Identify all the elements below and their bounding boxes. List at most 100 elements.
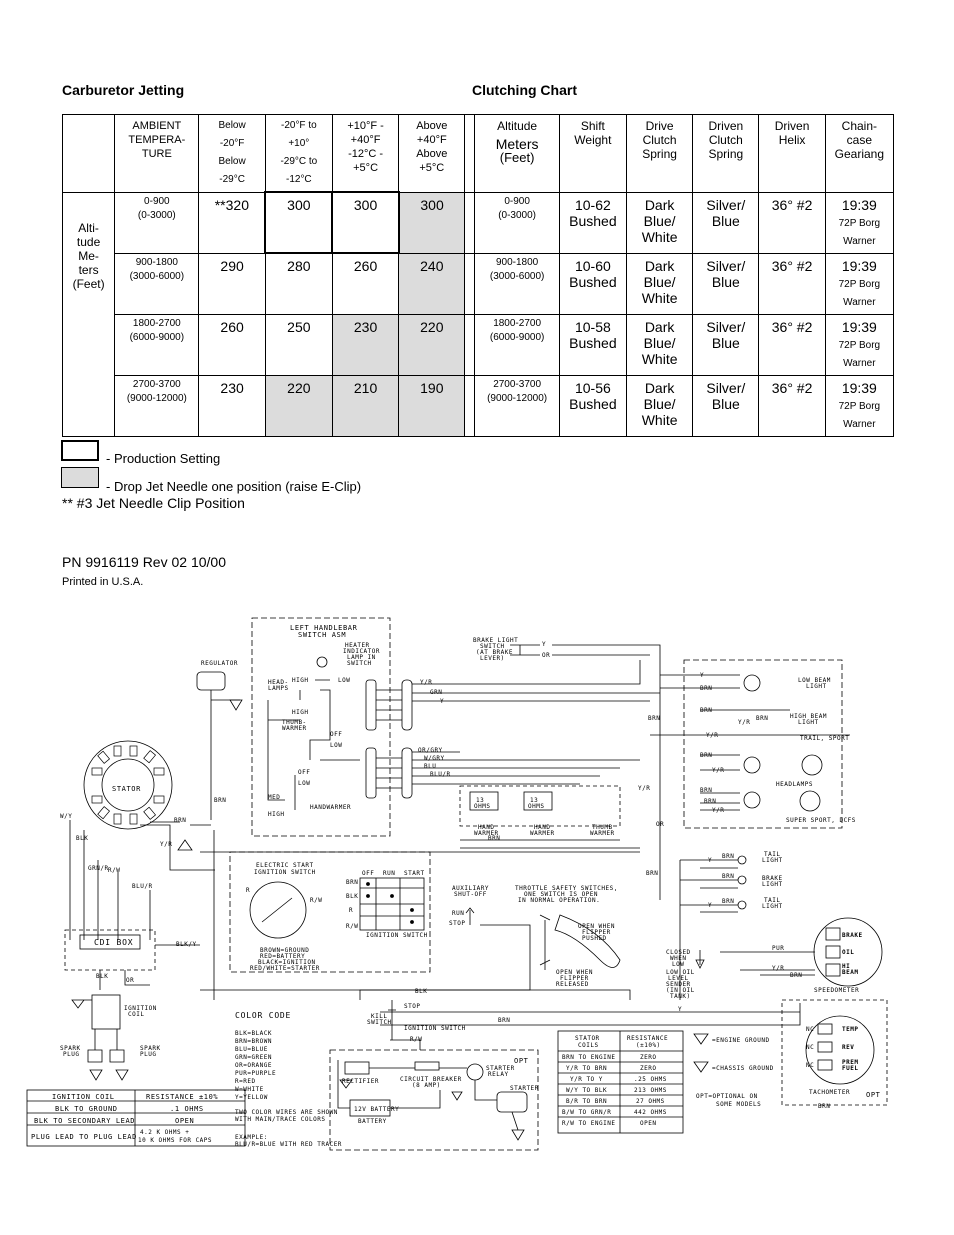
jet-value-cell: 250 (264, 313, 333, 376)
clutch-altitude-cell: 0-900(0-3000) (474, 191, 560, 254)
svg-text:ZERO: ZERO (640, 1054, 656, 1061)
throttle-flipper-icon (554, 914, 621, 968)
svg-text:IGNITION: IGNITION (124, 1005, 157, 1012)
corner-cell (61, 114, 116, 193)
svg-text:IN NORMAL OPERATION.: IN NORMAL OPERATION. (518, 897, 600, 904)
svg-text:ZERO: ZERO (640, 1065, 656, 1072)
ambient-header: AMBIENT TEMPERA- TURE (114, 114, 200, 193)
svg-text:OPEN WHEN: OPEN WHEN (578, 923, 615, 930)
svg-text:SWITCH: SWITCH (480, 643, 505, 650)
svg-text:WARMER: WARMER (530, 830, 555, 837)
table-divider (464, 252, 476, 315)
svg-text:OPEN WHEN: OPEN WHEN (556, 969, 593, 976)
jet-value-cell: 300 (331, 191, 400, 254)
svg-text:HEAD-: HEAD- (268, 679, 289, 686)
svg-text:PUR: PUR (772, 945, 784, 952)
svg-text:HIGH: HIGH (268, 811, 284, 818)
svg-text:PUR=PURPLE: PUR=PURPLE (235, 1070, 276, 1077)
table-divider (464, 114, 476, 193)
svg-text:REGULATOR: REGULATOR (201, 660, 238, 667)
svg-text:R/W: R/W (410, 1036, 422, 1043)
svg-text:SHUT-OFF: SHUT-OFF (454, 891, 487, 898)
svg-text:BRN: BRN (648, 715, 660, 722)
svg-text:HEATER: HEATER (345, 642, 370, 649)
svg-text:=ENGINE GROUND: =ENGINE GROUND (712, 1037, 770, 1044)
svg-text:R: R (246, 887, 250, 894)
svg-text:BLK TO GROUND: BLK TO GROUND (55, 1105, 118, 1113)
svg-text:W=WHITE: W=WHITE (235, 1086, 264, 1093)
svg-text:LOW OIL: LOW OIL (666, 969, 695, 976)
clutch-altitude-cell: 2700-3700(9000-12000) (474, 374, 560, 437)
svg-text:SENDER: SENDER (666, 981, 691, 988)
svg-text:BEAM: BEAM (842, 969, 858, 976)
jet-value-cell: 300 (264, 191, 334, 254)
svg-text:LOW: LOW (338, 677, 350, 684)
svg-text:RUN: RUN (383, 870, 395, 877)
jet-value-cell: 190 (398, 374, 466, 437)
svg-text:PLUG: PLUG (63, 1051, 79, 1058)
svg-text:COLOR CODE: COLOR CODE (235, 1011, 291, 1020)
svg-text:BLK/Y: BLK/Y (176, 941, 197, 948)
svg-text:TWO COLOR WIRES ARE SHOWN: TWO COLOR WIRES ARE SHOWN (235, 1109, 338, 1116)
svg-text:AUXILIARY: AUXILIARY (452, 885, 489, 892)
svg-text:GRN: GRN (430, 689, 442, 696)
svg-text:THROTTLE SAFETY SWITCHES,: THROTTLE SAFETY SWITCHES, (515, 885, 618, 892)
svg-text:R/W: R/W (108, 867, 120, 874)
svg-text:ELECTRIC START: ELECTRIC START (256, 862, 314, 869)
svg-text:Y/R: Y/R (638, 785, 650, 792)
svg-text:FLIPPER: FLIPPER (582, 929, 611, 936)
svg-text:STATOR: STATOR (112, 785, 141, 793)
svg-text:W/GRY: W/GRY (424, 755, 445, 762)
svg-text:OHMS: OHMS (528, 803, 544, 810)
svg-text:Y/R: Y/R (738, 719, 750, 726)
svg-text:WITH MAIN/TRACE COLORS: WITH MAIN/TRACE COLORS (235, 1116, 325, 1123)
svg-text:HANDWARMER: HANDWARMER (310, 804, 351, 811)
jet-value-cell: 220 (264, 374, 333, 437)
clutch-altitude-cell: 1800-2700(6000-9000) (474, 313, 560, 376)
svg-text:CIRCUIT BREAKER: CIRCUIT BREAKER (400, 1076, 462, 1083)
drop-needle-legend: - Drop Jet Needle one position (raise E-… (106, 479, 362, 494)
svg-text:TRAIL, SPORT: TRAIL, SPORT (800, 735, 849, 742)
svg-text:BRN: BRN (790, 972, 802, 979)
svg-text:HIGH: HIGH (292, 677, 308, 684)
jet-value-cell: 210 (331, 374, 400, 437)
svg-text:RUN: RUN (452, 910, 464, 917)
svg-text:10 K OHMS FOR CAPS: 10 K OHMS FOR CAPS (138, 1137, 212, 1144)
jet-value-cell: 280 (264, 252, 333, 315)
svg-text:LIGHT: LIGHT (762, 857, 783, 864)
svg-text:B/W TO GRN/R: B/W TO GRN/R (562, 1109, 611, 1116)
svg-text:SWITCH ASM: SWITCH ASM (298, 631, 346, 639)
svg-text:BRN=BROWN: BRN=BROWN (235, 1038, 272, 1045)
svg-text:TEMP: TEMP (842, 1026, 858, 1033)
jet-value-cell: 220 (398, 313, 466, 376)
svg-text:LIGHT: LIGHT (806, 683, 827, 690)
svg-text:OFF: OFF (362, 870, 374, 877)
svg-text:IGNITION COIL: IGNITION COIL (52, 1093, 115, 1101)
driven-helix-cell: 36° #2 (758, 374, 826, 437)
svg-text:BROWN=GROUND: BROWN=GROUND (260, 947, 309, 954)
svg-text:R/W TO ENGINE: R/W TO ENGINE (562, 1120, 615, 1127)
jet-altitude-cell: 2700-3700(9000-12000) (114, 374, 200, 437)
svg-text:HIGH BEAM: HIGH BEAM (790, 713, 827, 720)
svg-text:OPT=OPTIONAL ON: OPT=OPTIONAL ON (696, 1093, 758, 1100)
production-legend: - Production Setting (106, 451, 221, 466)
svg-text:BRAKE: BRAKE (842, 932, 863, 939)
svg-text:RESISTANCE: RESISTANCE (627, 1035, 668, 1042)
jet-value-cell: 230 (198, 374, 266, 437)
svg-text:Y=YELLOW: Y=YELLOW (235, 1094, 268, 1101)
driven-spring-cell: Silver/Blue (692, 191, 760, 254)
svg-text:LIGHT: LIGHT (798, 719, 819, 726)
svg-text:W/Y: W/Y (60, 813, 72, 820)
svg-text:THUMB-: THUMB- (282, 719, 307, 726)
svg-text:213 OHMS: 213 OHMS (634, 1087, 667, 1094)
